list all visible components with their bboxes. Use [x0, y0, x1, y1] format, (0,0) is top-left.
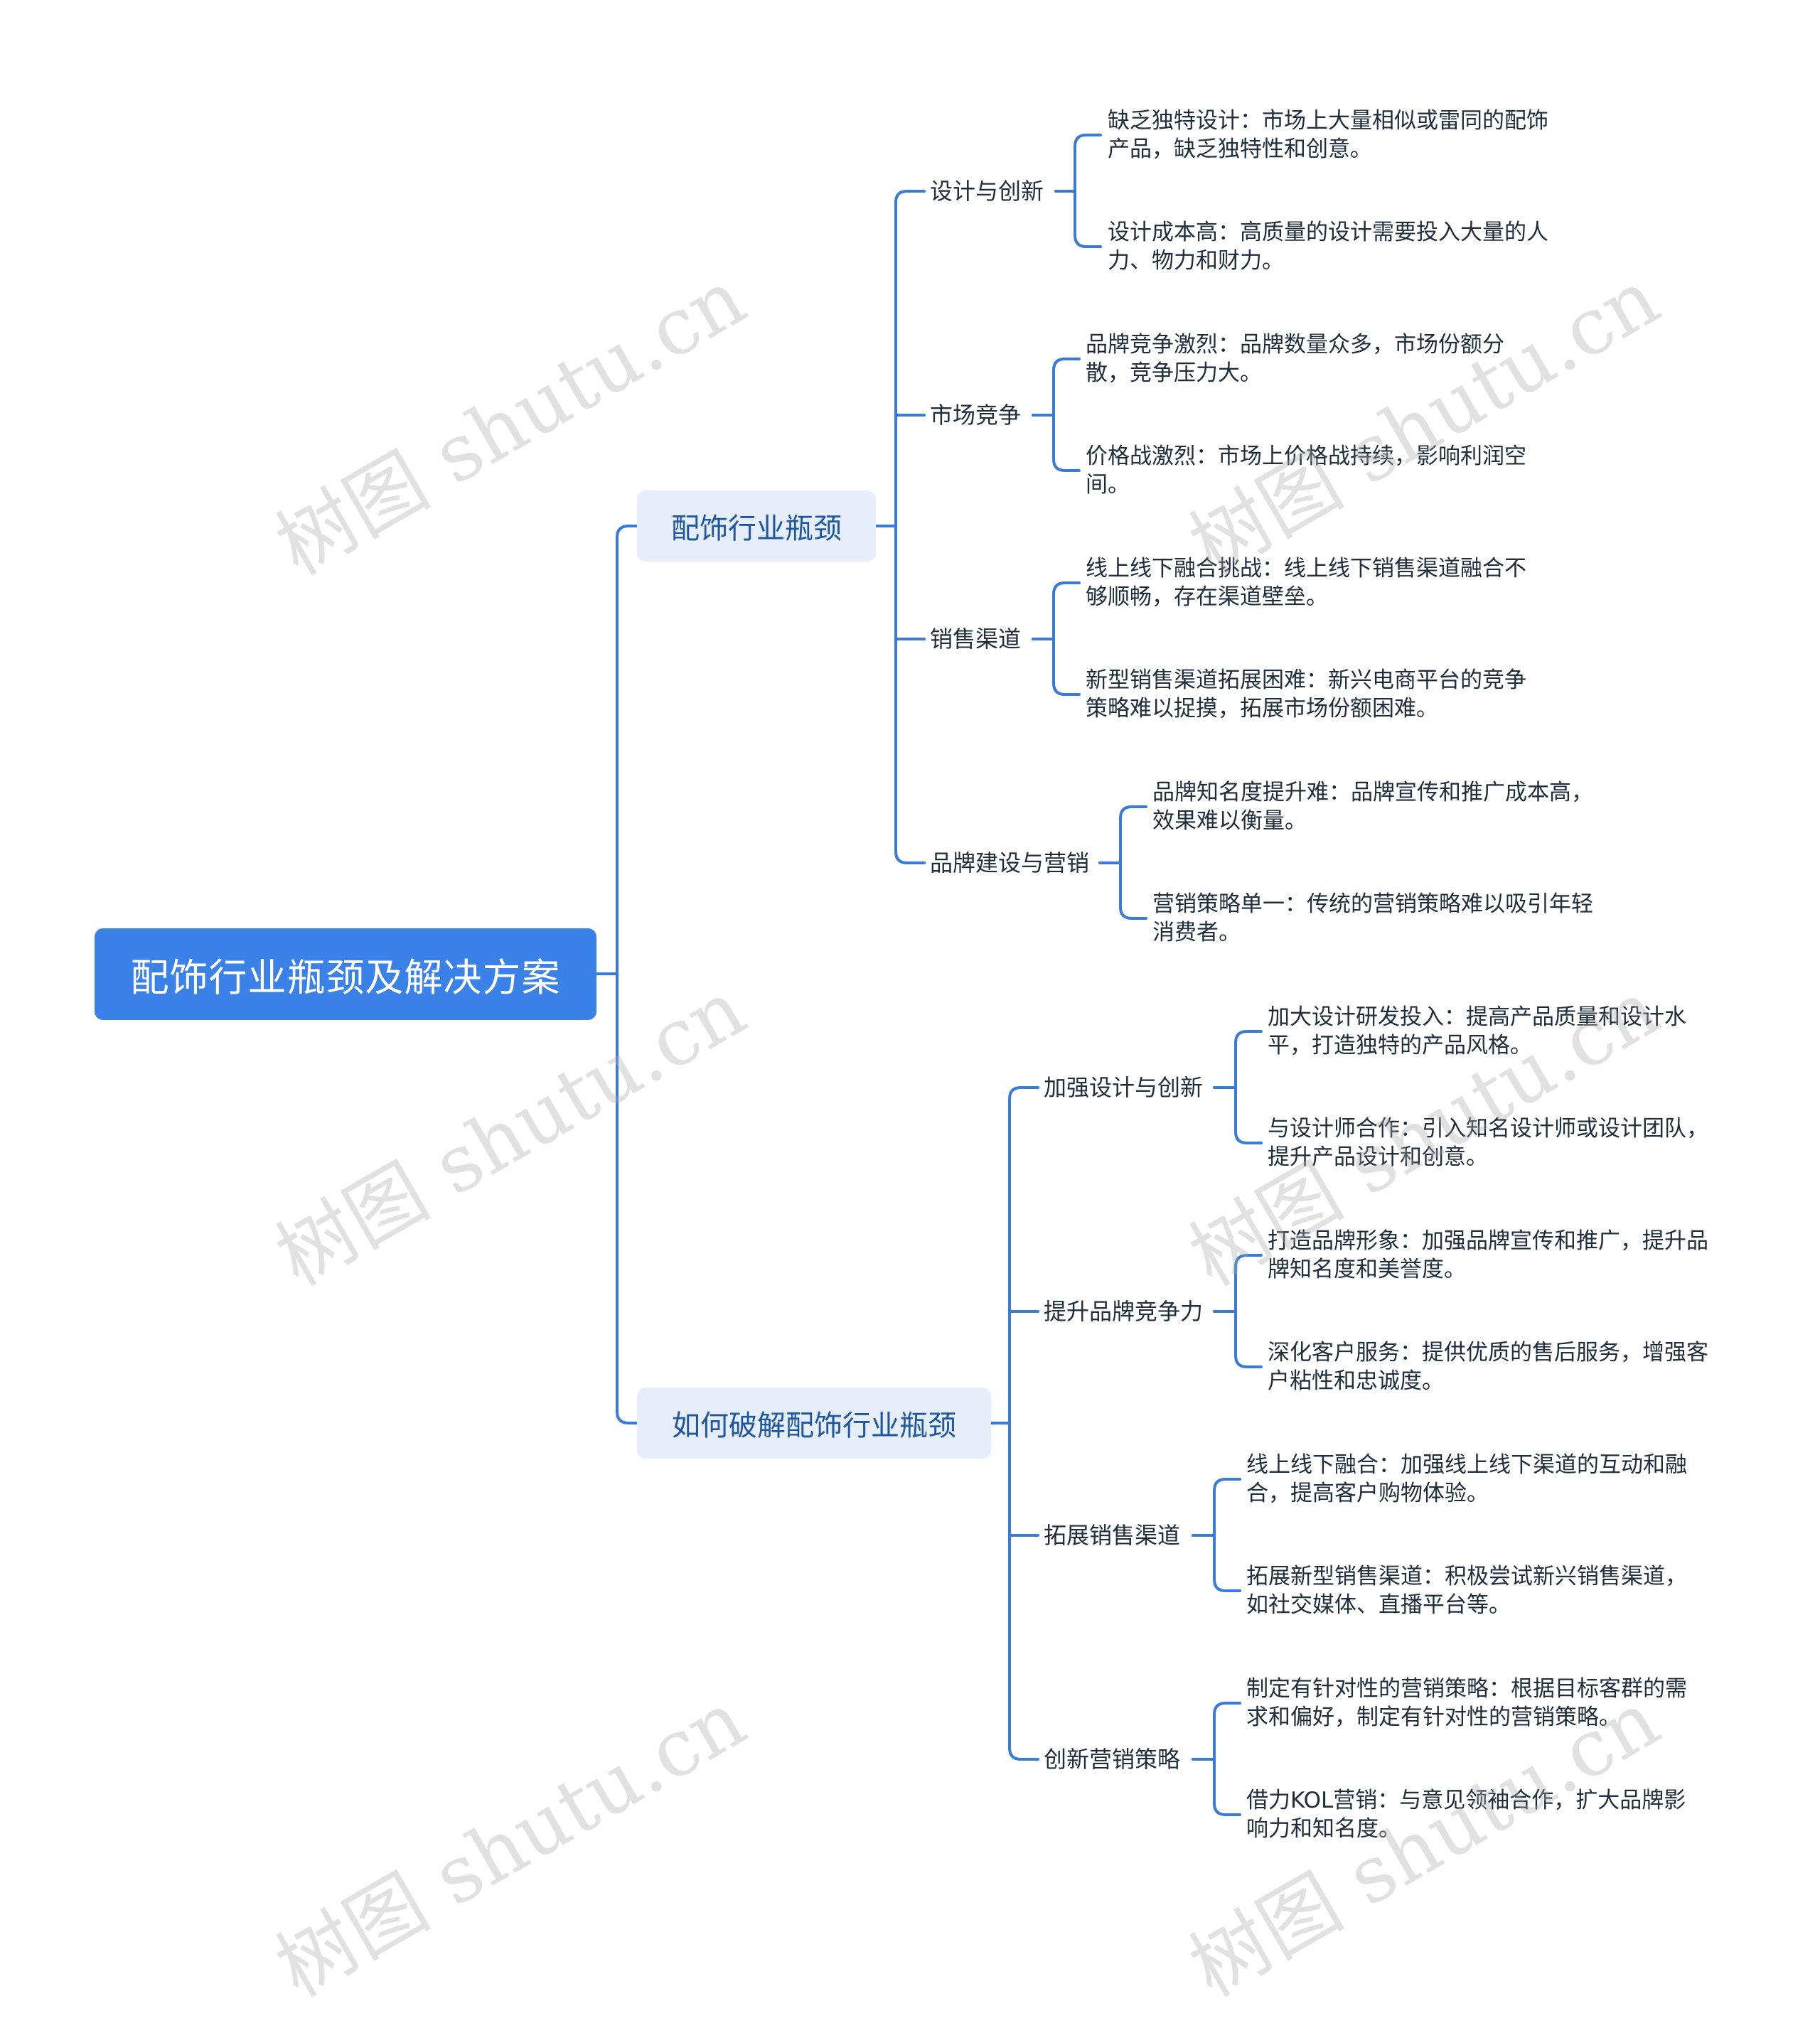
subtopic-expand-channels[interactable]: 拓展销售渠道	[1044, 1522, 1181, 1549]
connector-lines	[595, 134, 1263, 1816]
leaf-single-marketing[interactable]: 营销策略单一：传统的营销策略难以吸引年轻消费者。	[1152, 891, 1593, 945]
connector-line	[894, 525, 926, 864]
connector-line	[1234, 1030, 1263, 1089]
leaf-new-channel-difficulty[interactable]: 新型销售渠道拓展困难：新兴电商平台的竞争策略难以捉摸，拓展市场份额困难。	[1086, 667, 1526, 721]
connector-line	[1119, 862, 1147, 920]
connector-line	[616, 972, 638, 1424]
connector-line	[1052, 638, 1081, 696]
connector-line	[1119, 805, 1147, 864]
connector-line	[1234, 1086, 1263, 1144]
connector-line	[1052, 414, 1081, 472]
subtopic-market-competition[interactable]: 市场竞争	[930, 402, 1022, 429]
leaf-targeted-marketing[interactable]: 制定有针对性的营销策略：根据目标客群的需求和偏好，制定有针对性的营销策略。	[1246, 1676, 1687, 1730]
connector-line	[894, 190, 926, 527]
leaf-high-design-cost[interactable]: 设计成本高：高质量的设计需要投入大量的人力、物力和财力。	[1108, 220, 1548, 274]
connector-line	[1234, 1254, 1263, 1313]
subtopic-sales-channels[interactable]: 销售渠道	[930, 626, 1022, 653]
connector-line	[1213, 1534, 1241, 1592]
leaf-online-offline-challenge[interactable]: 线上线下融合挑战：线上线下销售渠道融合不够顺畅，存在渠道壁垒。	[1086, 556, 1526, 610]
leaf-brand-competition[interactable]: 品牌竞争激烈：品牌数量众多，市场份额分散，竞争压力大。	[1086, 332, 1504, 386]
connector-line	[1213, 1702, 1241, 1761]
connector-line	[1008, 1422, 1039, 1761]
connector-line	[1074, 134, 1102, 193]
connector-line	[616, 525, 638, 975]
connector-line	[1213, 1478, 1241, 1537]
subtopic-design-innovation[interactable]: 设计与创新	[930, 178, 1044, 205]
subtopic-strengthen-design[interactable]: 加强设计与创新	[1044, 1074, 1204, 1101]
subtopic-brand-marketing[interactable]: 品牌建设与营销	[930, 849, 1090, 876]
connector-line	[1052, 581, 1081, 640]
leaf-lack-unique-design[interactable]: 缺乏独特设计：市场上大量相似或雷同的配饰产品，缺乏独特性和创意。	[1108, 108, 1548, 162]
leaf-brand-awareness[interactable]: 品牌知名度提升难：品牌宣传和推广成本高，效果难以衡量。	[1152, 780, 1593, 834]
subtopic-innovative-marketing[interactable]: 创新营销策略	[1044, 1746, 1181, 1773]
leaf-increase-rd[interactable]: 加大设计研发投入：提高产品质量和设计水平，打造独特的产品风格。	[1268, 1004, 1686, 1058]
leaf-designer-cooperation[interactable]: 与设计师合作：引入知名设计师或设计团队，提升产品设计和创意。	[1268, 1116, 1708, 1170]
connector-line	[1052, 358, 1081, 417]
leaf-omnichannel[interactable]: 线上线下融合：加强线上线下渠道的互动和融合，提高客户购物体验。	[1246, 1452, 1687, 1506]
topic-industry-bottlenecks[interactable]: 配饰行业瓶颈	[637, 490, 876, 562]
subtopic-brand-competitiveness[interactable]: 提升品牌竞争力	[1044, 1298, 1204, 1325]
connector-line	[1074, 190, 1102, 248]
connector-line	[1008, 1086, 1039, 1424]
connector-line	[1213, 1758, 1241, 1816]
connector-line	[1234, 1310, 1263, 1368]
leaf-new-channels[interactable]: 拓展新型销售渠道：积极尝试新兴销售渠道，如社交媒体、直播平台等。	[1246, 1564, 1687, 1618]
topic-how-to-break-bottlenecks[interactable]: 如何破解配饰行业瓶颈	[637, 1388, 991, 1459]
leaf-brand-image[interactable]: 打造品牌形象：加强品牌宣传和推广，提升品牌知名度和美誉度。	[1268, 1228, 1708, 1282]
root-topic[interactable]: 配饰行业瓶颈及解决方案	[95, 928, 596, 1020]
leaf-price-war[interactable]: 价格战激烈：市场上价格战持续，影响利润空间。	[1086, 444, 1526, 498]
leaf-customer-service[interactable]: 深化客户服务：提供优质的售后服务，增强客户粘性和忠诚度。	[1268, 1340, 1708, 1394]
leaf-kol-marketing[interactable]: 借力KOL营销：与意见领袖合作，扩大品牌影响力和知名度。	[1246, 1788, 1686, 1842]
